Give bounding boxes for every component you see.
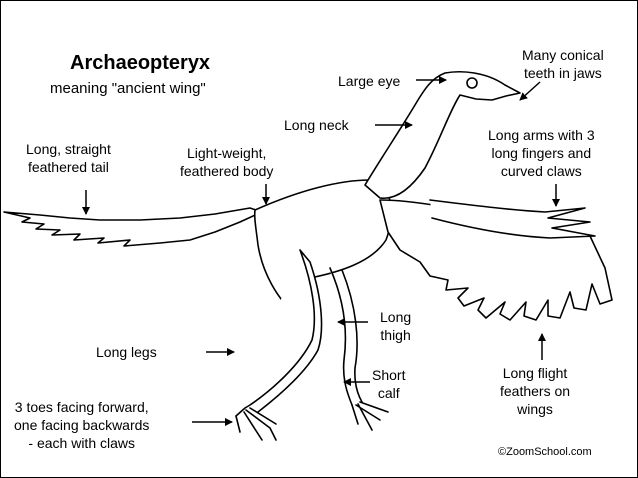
label-thigh: Long thigh: [380, 309, 412, 343]
label-toes: 3 toes facing forward, one facing backwa…: [14, 399, 150, 451]
label-legs: Long legs: [96, 344, 157, 360]
label-body: Light-weight, feathered body: [180, 145, 274, 179]
label-calf: Short calf: [372, 367, 406, 401]
diagram-title: Archaeopteryx: [70, 52, 211, 74]
teeth-arrow: [519, 81, 541, 101]
near-foot-shape: [235, 407, 277, 441]
far-foot-shape: [351, 401, 389, 431]
label-teeth: Many conical teeth in jaws: [522, 47, 604, 81]
arm-shape: [429, 199, 596, 239]
label-flight-feathers: Long flight feathers on wings: [500, 365, 571, 417]
diagram-subtitle: meaning "ancient wing": [50, 80, 206, 97]
label-neck: Long neck: [284, 117, 349, 133]
eye-shape: [466, 77, 478, 89]
label-arms: Long arms with 3 long fingers and curved…: [488, 127, 595, 179]
copyright-credit: ©ZoomSchool.com: [498, 446, 592, 458]
near-leg-shape: [235, 249, 323, 417]
tail-shape: [3, 207, 263, 247]
body-shape: [253, 179, 392, 319]
neck-head-shape: [364, 71, 521, 199]
label-eye: Large eye: [338, 73, 401, 89]
far-leg-shape: [329, 267, 363, 406]
label-tail: Long, straight feathered tail: [26, 141, 111, 175]
